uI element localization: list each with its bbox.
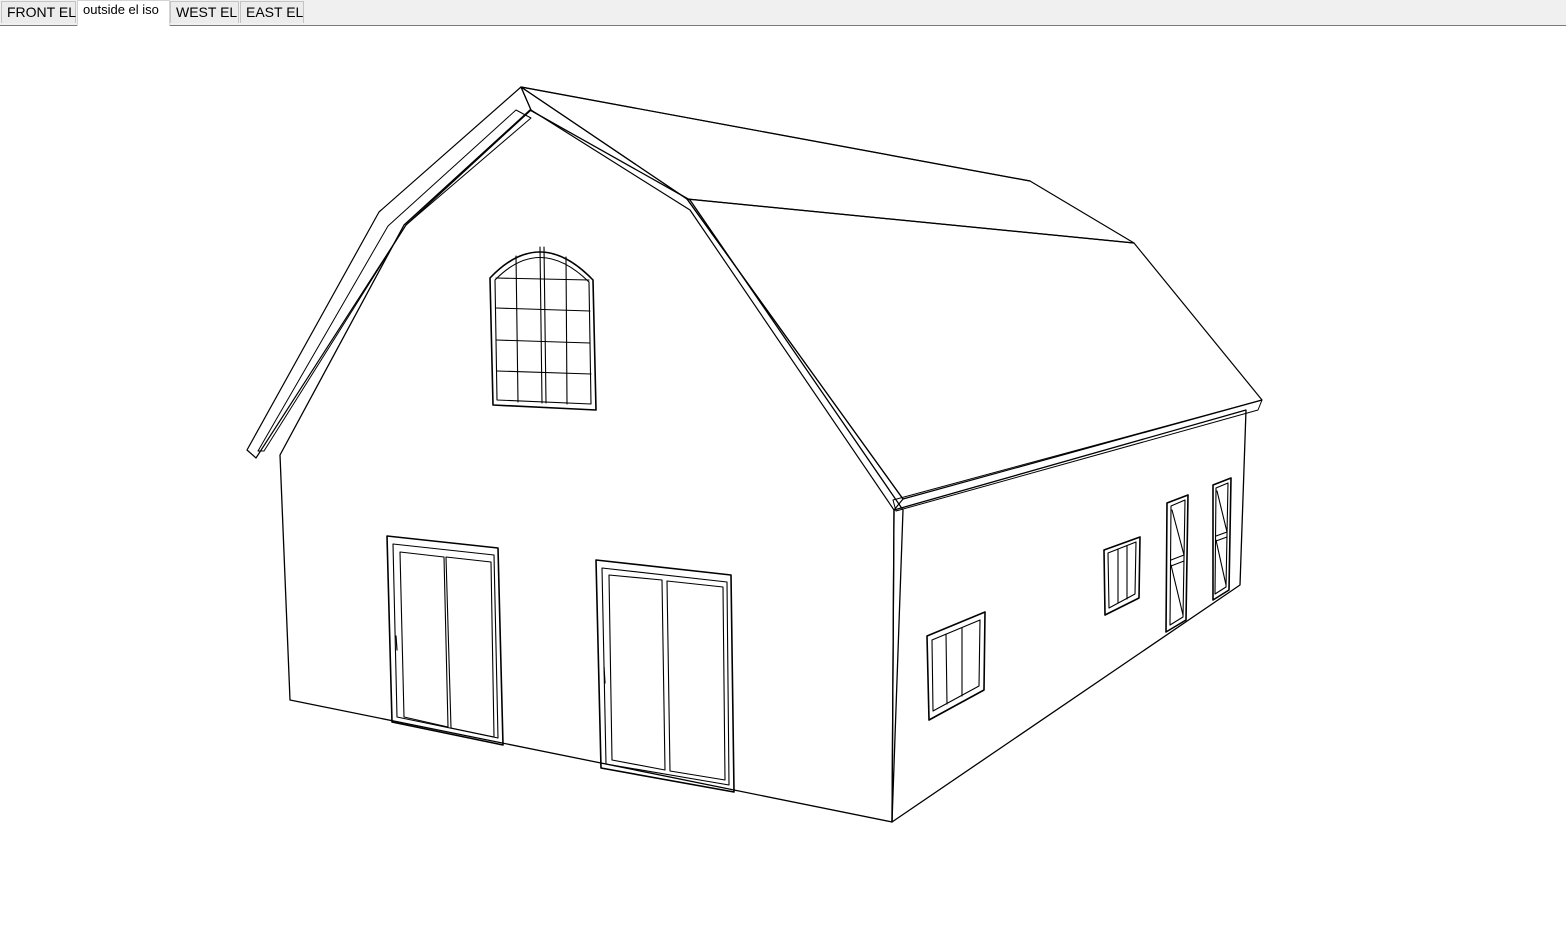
side-window-rear xyxy=(1103,536,1141,616)
tab-west-el[interactable]: WEST EL xyxy=(170,1,239,23)
scene-tab-bar: FRONT EL outside el iso WEST EL EAST EL xyxy=(0,0,1566,26)
sliding-door-right xyxy=(595,559,735,793)
tab-outside-el-iso[interactable]: outside el iso xyxy=(77,0,170,26)
barn-corner-edge xyxy=(891,509,895,823)
model-viewport[interactable] xyxy=(0,27,1566,939)
barn-rake-trim-left xyxy=(246,86,532,459)
barn-drawing xyxy=(246,86,1263,823)
sliding-door-left xyxy=(386,535,504,746)
barn-ridge-line xyxy=(520,86,1031,182)
tab-east-el[interactable]: EAST EL xyxy=(240,1,304,23)
barn-lower-roof xyxy=(686,198,1263,500)
barn-gable-wall xyxy=(279,109,904,823)
z-brace-door-front xyxy=(1165,494,1189,633)
barn-rake-trim-right xyxy=(520,86,904,511)
side-window-front xyxy=(926,611,986,721)
barn-side-wall xyxy=(891,409,1247,823)
barn-upper-roof xyxy=(520,86,1135,244)
barn-rake-shadow xyxy=(257,109,532,452)
z-brace-door-rear xyxy=(1212,477,1232,601)
arched-window xyxy=(489,246,597,411)
barn-eave-fascia xyxy=(892,399,1263,512)
tab-front-el[interactable]: FRONT EL xyxy=(1,1,76,23)
